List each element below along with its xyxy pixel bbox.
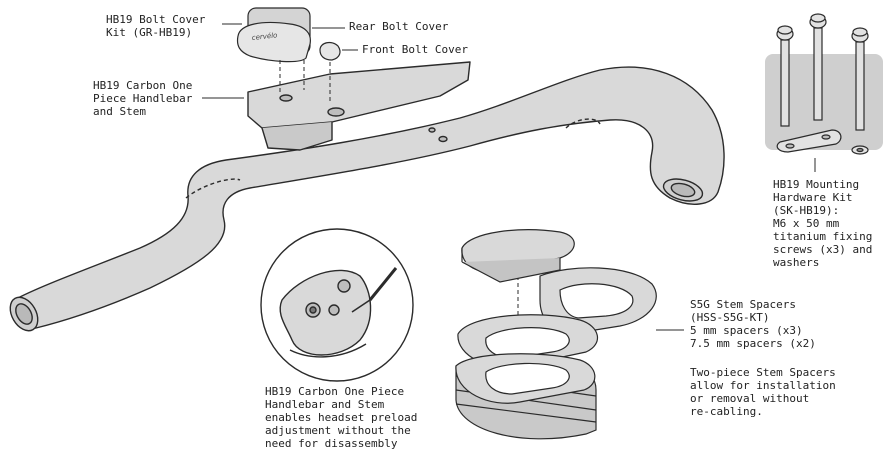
bolt-cover-kit-label: HB19 Bolt Cover Kit (GR-HB19) (106, 13, 206, 39)
front-bolt-cover-part (319, 41, 341, 61)
rear-bolt-cover-label: Rear Bolt Cover (349, 20, 449, 33)
handlebar-and-stem-part (9, 61, 725, 332)
preload-note-label: HB19 Carbon One Piece Handlebar and Stem… (265, 385, 418, 450)
stem-spacers-part (455, 229, 657, 440)
two-piece-note-label: Two-piece Stem Spacers allow for install… (690, 366, 836, 418)
mounting-kit-label: HB19 Mounting Hardware Kit (SK-HB19): M6… (773, 178, 873, 269)
stem-spacers-label: S5G Stem Spacers (HSS-S5G-KT) 5 mm space… (690, 298, 816, 350)
preload-detail-magnifier (260, 228, 414, 382)
rear-bolt-cover-part: cervélo (236, 7, 311, 63)
mounting-hardware-kit-part (765, 13, 883, 155)
handlebar-stem-label: HB19 Carbon One Piece Handlebar and Stem (93, 79, 193, 118)
cervelo-logo: cervélo (251, 31, 277, 42)
front-bolt-cover-label: Front Bolt Cover (362, 43, 468, 56)
